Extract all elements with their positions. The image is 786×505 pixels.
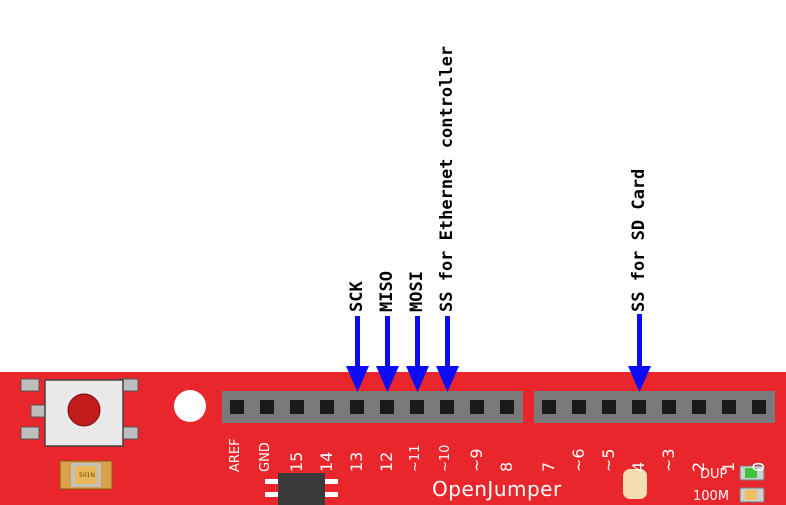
pin-hole-left-5 (380, 400, 394, 414)
pin-label-left-9: 8 (497, 461, 516, 472)
pin-hole-right-0 (542, 400, 556, 414)
pin-hole-right-7 (752, 400, 766, 414)
pin-hole-left-3 (320, 400, 334, 414)
led-pad (623, 469, 647, 499)
pin-hole-left-6 (410, 400, 424, 414)
arrow-ss-ethernet (436, 316, 459, 392)
header-left-pins (230, 400, 514, 414)
pin-label-left-0: AREF (228, 438, 243, 472)
label-miso: MISO (377, 271, 397, 312)
pin-label-left-5: 12 (377, 451, 396, 472)
pin-hole-left-7 (440, 400, 454, 414)
smd-resistor (59, 460, 113, 490)
reset-button[interactable] (20, 378, 139, 447)
pin-hole-left-9 (500, 400, 514, 414)
mounting-hole (174, 390, 206, 422)
pin-label-right-1: ~6 (569, 448, 588, 472)
pin-label-left-3: 14 (317, 451, 336, 472)
pin-hole-left-1 (260, 400, 274, 414)
pin-label-right-4: ~3 (659, 448, 678, 472)
pin-label-left-4: 13 (347, 451, 366, 472)
header-right (534, 391, 775, 423)
pin-label-left-2: 15 (287, 451, 306, 472)
pin-hole-left-0 (230, 400, 244, 414)
label-mosi: MOSI (407, 271, 427, 312)
pin-label-right-0: 7 (539, 461, 558, 472)
status-leds (739, 465, 765, 503)
arrow-ss-sd (628, 314, 651, 392)
pin-hole-right-4 (662, 400, 676, 414)
chip-marking: 501N (79, 472, 95, 479)
pin-label-left-6: ~11 (408, 444, 423, 472)
pin-label-right-7: 0 (749, 461, 768, 472)
label-ss-sd: SS for SD Card (629, 168, 649, 312)
label-ss-ethernet: SS for Ethernet controller (437, 45, 457, 312)
pin-label-left-8: ~9 (467, 448, 486, 472)
pin-hole-left-4 (350, 400, 364, 414)
pin-label-left-7: ~10 (438, 444, 453, 472)
led-label-dup: DUP (700, 467, 728, 482)
pin-label-right-2: ~5 (599, 448, 618, 472)
pin-hole-right-2 (602, 400, 616, 414)
pin-hole-right-5 (692, 400, 706, 414)
arrow-miso (376, 316, 399, 392)
pin-label-right-3: 4 (629, 461, 648, 472)
pin-hole-right-3 (632, 400, 646, 414)
pin-hole-left-2 (290, 400, 304, 414)
header-right-pins (542, 400, 766, 414)
arrow-sck (346, 316, 369, 392)
pin-hole-right-6 (722, 400, 736, 414)
led-label-100m: 100M (693, 489, 730, 504)
ic-chip (265, 473, 338, 505)
pin-label-left-1: GND (258, 442, 273, 472)
arrow-mosi (406, 316, 429, 392)
brand-label: OpenJumper (432, 477, 562, 501)
pin-hole-left-8 (470, 400, 484, 414)
label-sck: SCK (347, 281, 367, 312)
pin-hole-right-1 (572, 400, 586, 414)
